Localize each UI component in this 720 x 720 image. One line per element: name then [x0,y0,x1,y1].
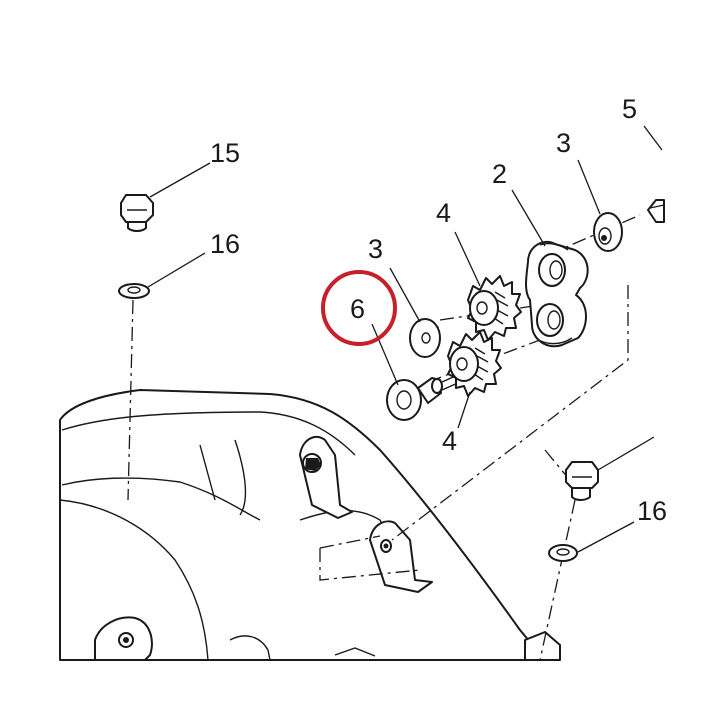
callout-5: 5 [622,94,637,124]
washer-16-left [118,283,150,299]
callout-3-right: 3 [556,128,571,158]
highlight-ring [321,270,397,346]
frame-tab-lower [369,520,433,593]
callout-2: 2 [492,159,507,189]
callout-15: 15 [210,138,240,168]
washer-3-middle [409,318,441,358]
frame-tab-upper [299,435,353,519]
washer-16-right [548,544,578,562]
callout-16-right: 16 [637,496,667,526]
callout-4-upper: 4 [436,198,451,228]
highlight-callout-6: 6 [321,270,397,346]
bolt-15 [120,194,154,232]
washer-3-right [593,212,623,252]
callout-labels: 15 16 3 4 2 3 5 4 16 [210,94,667,526]
bolt-6 [386,373,461,421]
fastener-5 [647,199,665,223]
bolt-right [565,461,599,501]
callout-16-left: 16 [210,229,240,259]
callout-3-middle: 3 [368,234,383,264]
callout-6: 6 [350,294,365,324]
bracket-2 [525,240,589,348]
gear-4-upper [467,275,522,341]
leader-lines [147,125,663,553]
callout-4-lower: 4 [442,426,457,456]
gear-4-lower [447,331,502,397]
frame-housing [59,389,561,661]
